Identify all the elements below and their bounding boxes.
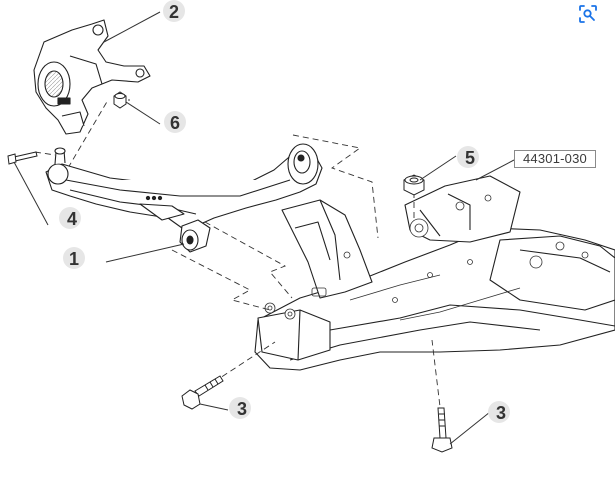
callout-6: 6: [164, 111, 186, 133]
svg-text:2: 2: [169, 2, 179, 22]
part-code-label: 44301-030: [514, 150, 596, 168]
callout-1: 1: [63, 247, 85, 269]
svg-text:6: 6: [170, 113, 180, 133]
subframe: [254, 175, 615, 371]
svg-text:3: 3: [237, 399, 247, 419]
control-arm: [45, 143, 323, 253]
assembly-guide-lines: [34, 99, 442, 416]
nut-5: [403, 174, 425, 196]
callout-2: 2: [163, 0, 185, 22]
callout-4: 4: [59, 207, 81, 229]
steering-knuckle: [33, 19, 151, 135]
bolt-left: [181, 375, 224, 410]
svg-text:5: 5: [465, 148, 475, 168]
svg-text:3: 3: [496, 403, 506, 423]
nut-6: [113, 91, 127, 109]
bolt-right: [431, 407, 453, 453]
pinch-bolt: [7, 151, 38, 165]
visual-search-button[interactable]: [574, 2, 602, 26]
callout-5: 5: [457, 146, 479, 168]
svg-text:4: 4: [67, 209, 77, 229]
callout-3-left: 3: [229, 397, 251, 419]
callout-3-right: 3: [488, 401, 510, 423]
leader-lines: [13, 11, 515, 445]
subframe-details: [264, 194, 589, 321]
svg-text:1: 1: [69, 249, 79, 269]
visual-search-icon: [579, 5, 597, 23]
